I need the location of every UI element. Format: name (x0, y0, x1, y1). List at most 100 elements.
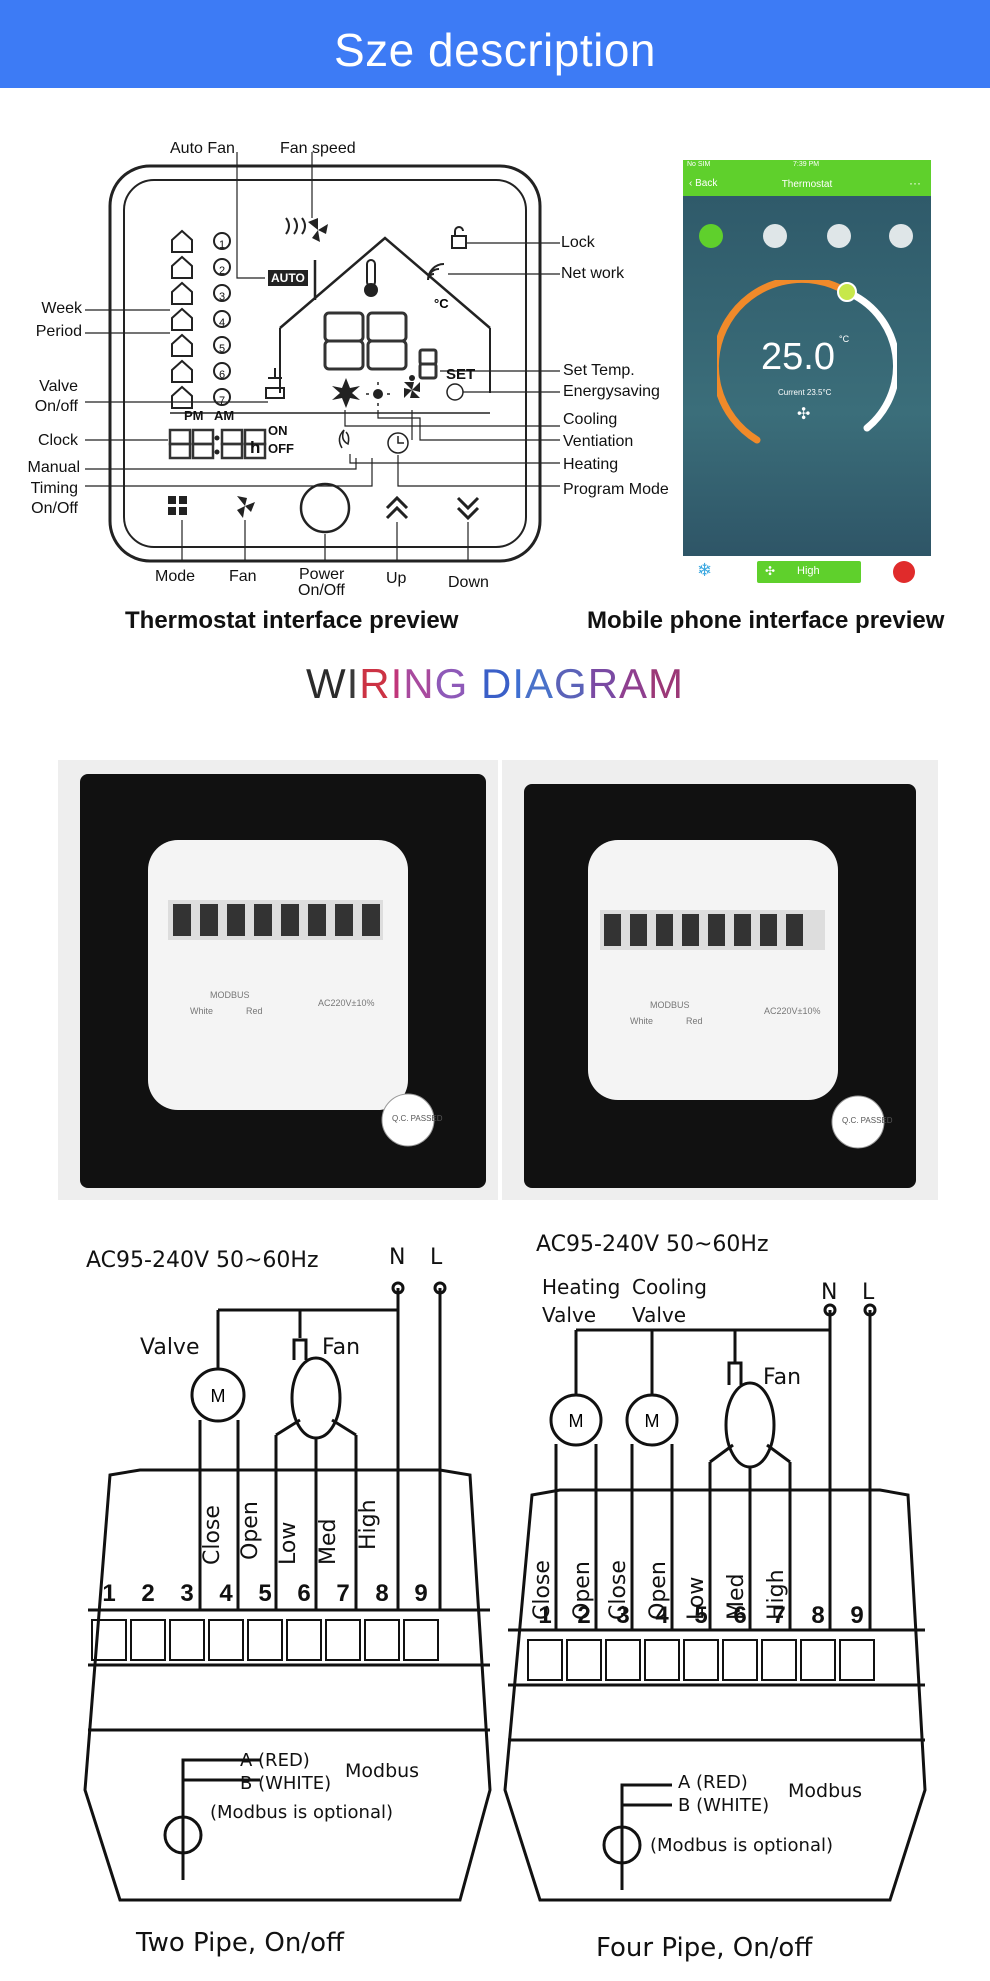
wiring-title-letter: A (619, 660, 649, 707)
off-indicator: OFF (268, 441, 294, 456)
fan-mode-label: High (797, 565, 820, 577)
phone-back-button[interactable]: ‹ Back (689, 178, 717, 189)
two-pipe-l: L (430, 1245, 443, 1270)
phone-title: Thermostat (781, 179, 833, 190)
page-title: Sze description (334, 24, 656, 76)
two-pipe-caption: Two Pipe, On/off (136, 1928, 344, 1958)
four-pipe-number: 1 (538, 1602, 552, 1629)
fan-icon: ✣ (797, 406, 811, 423)
photo-left-red: Red (246, 1006, 263, 1016)
wiring-title-letter: D (480, 660, 513, 707)
two-pipe-terminal-high: High (356, 1499, 381, 1550)
two-pipe-number: 1 (102, 1580, 116, 1607)
label-cooling: Cooling (563, 411, 618, 428)
four-pipe-number: 6 (733, 1602, 747, 1629)
period-number: 1 (218, 239, 226, 251)
period-number: 2 (218, 265, 226, 277)
photo-right-ac: AC220V±10% (764, 1006, 821, 1016)
phone-status-carrier: No SIM (687, 161, 711, 168)
snowflake-icon[interactable]: ❄ (697, 560, 713, 580)
wiring-title-letter: I (390, 660, 404, 707)
on-indicator: ON (268, 423, 288, 438)
four-pipe-number: 2 (577, 1602, 591, 1629)
period-number-list: 1 2 3 4 5 6 7 (214, 232, 232, 414)
photo-right-modbus: MODBUS (650, 1000, 690, 1010)
photo-left-ac: AC220V±10% (318, 998, 375, 1008)
am-indicator: AM (214, 408, 235, 423)
label-heating: Heating (563, 456, 619, 473)
phone-back-label: Back (695, 178, 718, 189)
label-energy-saving: Energysaving (563, 383, 660, 400)
label-period: Period (35, 323, 82, 340)
celsius-symbol: °C (434, 296, 449, 311)
phone-temperature: 25.0 (761, 336, 835, 378)
four-pipe-modbus-b: B (WHITE) (678, 1795, 770, 1816)
back-chevron-icon: ‹ (689, 178, 696, 189)
four-pipe-number: 3 (616, 1602, 630, 1629)
label-fan: Fan (229, 568, 257, 585)
phone-screen: No SIM 7:39 PM ‹ Back Thermostat ··· 25.… (683, 160, 931, 590)
wiring-title-letter: M (648, 660, 685, 707)
wiring-title-letter: R (587, 660, 620, 707)
label-up: Up (386, 570, 407, 587)
temperature-dial[interactable] (717, 280, 897, 460)
fan-mode-button[interactable]: ✣ High (757, 561, 861, 583)
phone-nav-bar (683, 160, 931, 196)
label-power-on-off: On/Off (298, 582, 345, 599)
two-pipe-modbus-a: A (RED) (240, 1750, 310, 1771)
two-pipe-number: 2 (141, 1580, 155, 1607)
four-pipe-n: N (821, 1280, 838, 1305)
two-pipe-terminal-close: Close (200, 1505, 225, 1565)
four-pipe-cooling-valve: Valve (632, 1303, 687, 1327)
eco-icon[interactable] (827, 224, 851, 248)
home-icon[interactable] (763, 224, 787, 248)
two-pipe-number: 7 (336, 1580, 350, 1607)
wiring-title-letter: I (512, 660, 525, 707)
more-icon[interactable]: ··· (909, 176, 921, 190)
label-mode: Mode (155, 568, 196, 585)
label-set-temp: Set Temp. (563, 362, 635, 379)
period-number: 3 (218, 291, 226, 303)
power-icon[interactable] (893, 561, 915, 583)
period-number: 4 (218, 317, 226, 329)
four-pipe-number: 7 (772, 1602, 786, 1629)
two-pipe-terminal-low: Low (276, 1521, 301, 1565)
label-timing: Timing (30, 480, 78, 497)
two-pipe-number: 5 (258, 1580, 272, 1607)
four-pipe-modbus: Modbus (788, 1780, 863, 1802)
cooling-valve-motor-icon: M (645, 1411, 660, 1431)
four-pipe-number: 4 (655, 1602, 669, 1629)
phone-status-time: 7:39 PM (793, 161, 820, 168)
wiring-schematics: M M M (83, 1281, 927, 1902)
label-program-mode: Program Mode (563, 481, 669, 498)
fan-mode-icon: ✣ (765, 564, 776, 578)
wiring-title-letter: N (403, 660, 435, 707)
label-clock: Clock (37, 432, 78, 449)
label-lock: Lock (561, 234, 595, 251)
two-pipe-terminal-open: Open (238, 1501, 263, 1560)
phone-temp-unit: °C (839, 334, 850, 344)
two-pipe-voltage: AC95-240V 50~60Hz (86, 1248, 319, 1273)
two-pipe-number: 4 (219, 1580, 233, 1607)
two-pipe-modbus-note: (Modbus is optional) (210, 1802, 393, 1823)
four-pipe-modbus-note: (Modbus is optional) (650, 1835, 833, 1856)
two-pipe-modbus: Modbus (345, 1760, 420, 1782)
label-power: Power (299, 566, 345, 583)
four-pipe-heating-valve: Valve (542, 1303, 597, 1327)
two-pipe-terminal-med: Med (316, 1518, 341, 1565)
header-bar (0, 0, 990, 88)
heating-valve-motor-icon: M (569, 1411, 584, 1431)
four-pipe-fan-label: Fan (763, 1365, 802, 1390)
label-network: Net work (561, 265, 625, 282)
thermostat-caption: Thermostat interface preview (125, 607, 459, 634)
two-pipe-valve-label: Valve (140, 1335, 200, 1360)
two-pipe-modbus-b: B (WHITE) (240, 1773, 332, 1794)
lock-icon[interactable] (889, 224, 913, 248)
label-manual: Manual (27, 459, 80, 476)
thermostat-back-photos (58, 760, 938, 1200)
two-pipe-number: 6 (297, 1580, 311, 1607)
label-fan-speed: Fan speed (280, 140, 356, 157)
label-valve: Valve (39, 378, 78, 395)
mode-icon[interactable] (699, 224, 723, 248)
two-pipe-fan-label: Fan (322, 1335, 361, 1360)
